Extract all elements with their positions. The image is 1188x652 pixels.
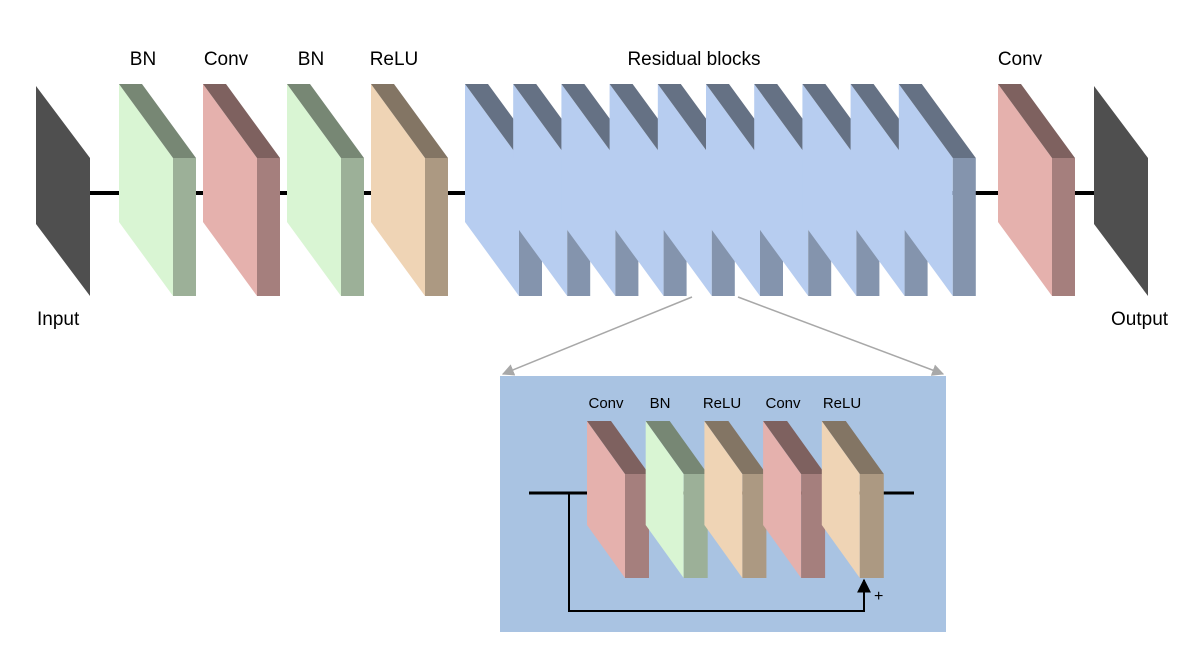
skip-connection <box>568 493 871 612</box>
conv1-layer <box>203 84 280 296</box>
bn2-layer-top <box>287 84 364 158</box>
detail-relu-1 <box>704 421 767 578</box>
bn1-layer-front <box>119 84 173 296</box>
detail-relu-2 <box>821 421 884 578</box>
residual-detail-layers <box>587 421 884 578</box>
detail-conv-1-top <box>587 421 649 474</box>
relu1-layer-top <box>371 84 448 158</box>
output-label: Output <box>1111 309 1169 330</box>
relu1-label: ReLU <box>370 49 419 70</box>
residual-block-8-front <box>802 84 857 296</box>
conv1-layer-front <box>203 84 257 296</box>
detail-bn <box>645 421 708 578</box>
detail-conv-2 <box>763 421 826 578</box>
bn2-layer-front <box>287 84 341 296</box>
conv-out-layer <box>998 84 1075 296</box>
conv-out-layer-side <box>1052 158 1075 296</box>
residual-block-10-side <box>952 158 976 296</box>
detail-relu-1-front <box>704 421 743 578</box>
detail-relu-1-side <box>742 474 767 578</box>
residual-block-10-front <box>898 84 953 296</box>
detail-conv-1 <box>587 421 649 578</box>
residual-block-10-top <box>898 84 976 158</box>
bn2-layer-side <box>341 158 364 296</box>
input-label: Input <box>37 309 80 330</box>
detail-label-conv-2: Conv <box>765 395 801 412</box>
detail-relu-2-top <box>821 421 884 474</box>
detail-label-bn: BN <box>650 395 671 412</box>
relu1-layer-front <box>371 84 425 296</box>
zoom-arrow-left <box>501 296 693 376</box>
conv1-label: Conv <box>204 49 249 70</box>
detail-relu-1-top <box>704 421 767 474</box>
residual-block-5-front <box>657 84 712 296</box>
detail-bn-front <box>645 421 684 578</box>
detail-conv-2-front <box>763 421 802 578</box>
residual-block-3-front <box>561 84 616 296</box>
bn2-label: BN <box>298 49 324 70</box>
detail-bn-side <box>683 474 708 578</box>
conv1-layer-top <box>203 84 280 158</box>
bn1-layer-side <box>173 158 196 296</box>
detail-relu-2-front <box>821 421 860 578</box>
residual-block-10 <box>898 84 976 296</box>
conv1-layer-side <box>257 158 280 296</box>
skip-plus-symbol: + <box>874 588 883 605</box>
residual-block-2-front <box>513 84 568 296</box>
residual-block-1-front <box>465 84 519 296</box>
detail-label-relu-1: ReLU <box>703 395 741 412</box>
detail-bn-top <box>645 421 708 474</box>
conv-out-layer-front <box>998 84 1052 296</box>
detail-label-conv-1: Conv <box>588 395 624 412</box>
zoom-arrow-right <box>737 296 945 376</box>
residual-block-9-front <box>850 84 905 296</box>
bn1-layer <box>119 84 196 296</box>
bn1-layer-top <box>119 84 196 158</box>
detail-conv-2-top <box>763 421 826 474</box>
detail-label-relu-2: ReLU <box>823 395 861 412</box>
input-plane <box>36 86 90 296</box>
relu1-layer-side <box>425 158 448 296</box>
conv-out-label: Conv <box>998 49 1043 70</box>
main-layers <box>119 84 1075 296</box>
residual-block-7-front <box>754 84 809 296</box>
detail-relu-2-side <box>859 474 884 578</box>
bn1-label: BN <box>130 49 156 70</box>
detail-conv-1-front <box>587 421 625 578</box>
output-plane <box>1094 86 1148 296</box>
conv-out-layer-top <box>998 84 1075 158</box>
bn2-layer <box>287 84 364 296</box>
residual-blocks <box>465 84 976 296</box>
residual-blocks-label: Residual blocks <box>627 49 760 70</box>
detail-conv-1-side <box>625 474 649 578</box>
residual-block-6-front <box>706 84 760 296</box>
residual-block-4-front <box>609 84 664 296</box>
detail-conv-2-side <box>801 474 826 578</box>
relu1-layer <box>371 84 448 296</box>
